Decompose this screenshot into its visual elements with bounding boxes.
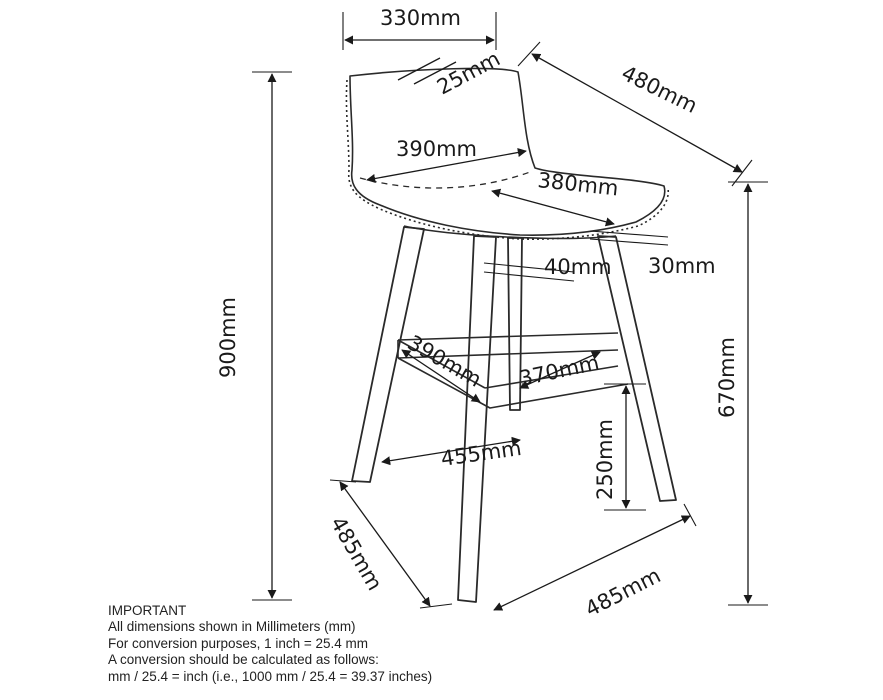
- seat-stitch-edge: [345, 79, 669, 240]
- seat-underside: [403, 225, 617, 240]
- note-line: For conversion purposes, 1 inch = 25.4 m…: [108, 635, 369, 651]
- note-title: IMPORTANT: [108, 603, 187, 618]
- label-footrest-width-front: 370mm: [517, 351, 601, 391]
- label-base-width: 485mm: [581, 563, 664, 621]
- front-right-leg: [457, 235, 497, 603]
- important-note: IMPORTANT All dimensions shown in Millim…: [108, 603, 468, 685]
- label-seat-height: 670mm: [715, 337, 739, 418]
- seat-shell: [349, 67, 666, 236]
- stool-drawing: [345, 67, 677, 603]
- note-line: A conversion should be calculated as fol…: [108, 652, 379, 668]
- label-leg-thickness: 40mm: [544, 255, 612, 279]
- label-seat-width: 390mm: [396, 137, 477, 161]
- dimension-lines: [252, 12, 768, 611]
- label-base-depth: 485mm: [326, 513, 387, 595]
- note-line: mm / 25.4 = inch (i.e., 1000 mm / 25.4 =…: [108, 668, 433, 684]
- label-footrest-height: 250mm: [593, 419, 617, 500]
- label-seat-width-top: 330mm: [380, 6, 461, 30]
- note-line: All dimensions shown in Millimeters (mm): [108, 619, 356, 635]
- seat-back-hidden-edge: [359, 171, 531, 189]
- label-seat-depth: 380mm: [536, 168, 619, 200]
- label-seat-thickness-back: 25mm: [433, 46, 504, 99]
- label-overall-height: 900mm: [216, 297, 240, 378]
- label-seat-thickness: 30mm: [648, 254, 716, 278]
